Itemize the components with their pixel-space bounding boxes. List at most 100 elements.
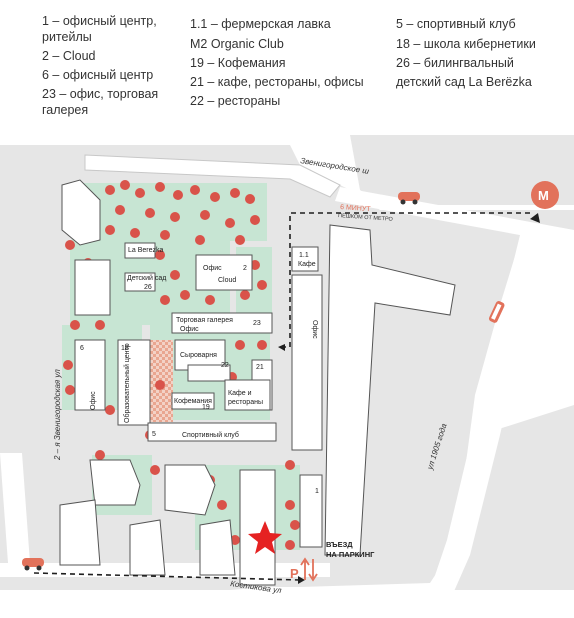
metro-icon: М [538,188,549,203]
kindergarten-number: 26 [144,284,152,291]
tree-icon [145,208,155,218]
tree-icon [170,270,180,280]
building-2-name: Офис [203,265,222,272]
tree-icon [225,218,235,228]
tree-icon [135,188,145,198]
parking-icon: P [290,566,299,581]
parking-line1: ВЪЕЗД [326,540,353,549]
building-11-name: Кафе [298,261,316,268]
tree-icon [250,215,260,225]
tree-icon [240,290,250,300]
tree-icon [115,205,125,215]
car-icon [22,558,44,571]
building-22-number: 22 [221,362,229,369]
office-right-label: Офис [311,320,318,339]
legend: 1 – офисный центр, ритейлы 2 – Cloud 6 –… [0,0,574,135]
tree-icon [205,295,215,305]
building-19-number: 19 [202,404,210,411]
legend-item: M2 Organic Club [190,37,284,51]
tree-icon [70,320,80,330]
tree-icon [230,188,240,198]
tree-icon [285,540,295,550]
legend-item: 2 – Cloud [42,49,96,63]
tree-icon [235,235,245,245]
tree-icon [173,190,183,200]
tree-icon [160,295,170,305]
building-5-number: 5 [152,431,156,438]
metro-walk-note: ПЕШКОМ ОТ МЕТРО [338,213,394,223]
building-21-number: 21 [256,364,264,371]
tree-icon [130,228,140,238]
building-11-number: 1.1 [299,252,309,259]
tree-icon [217,500,227,510]
tree-icon [155,380,165,390]
legend-item: 18 – школа кибернетики [396,37,536,51]
tree-icon [190,185,200,195]
route-arrow [298,576,305,584]
project-location-star-icon [248,521,282,554]
tree-icon [170,212,180,222]
tree-icon [95,320,105,330]
legend-item: 1 – офисный центр, [42,14,157,28]
tree-icon [150,465,160,475]
tree-icon [120,180,130,190]
legend-item: 1.1 – фермерская лавка [190,17,331,31]
tree-icon [290,520,300,530]
tree-icon [63,360,73,370]
tree-icon [245,194,255,204]
tree-icon [285,500,295,510]
building-2-number: 2 [243,265,247,272]
route-arrow [278,344,285,351]
car-icon [398,192,420,205]
tree-icon [95,450,105,460]
legend-item: 21 – кафе, рестораны, офисы [190,75,364,89]
tree-icon [285,460,295,470]
building-21-name: рестораны [228,399,263,406]
tree-icon [235,340,245,350]
parking-entrance: P ВЪЕЗД НА ПАРКИНГ [290,540,375,582]
tree-icon [105,185,115,195]
buildings [59,179,456,586]
legend-item: ритейлы [42,30,92,44]
building-21-name: Кафе и [228,390,252,397]
tree-icon [180,290,190,300]
legend-item: 19 – Кофемания [190,56,286,70]
building-18-name: Образовательный центр [123,343,131,423]
legend-item: 26 – билингвальный [396,56,514,70]
tree-icon [160,230,170,240]
legend-item: детский сад La Berëzka [396,75,532,89]
tree-icon [195,235,205,245]
building-18-number: 18 [121,345,129,352]
building-5-name: Спортивный клуб [182,431,239,439]
legend-item: 6 – офисный центр [42,68,154,82]
legend-item: 22 – рестораны [190,94,281,108]
tree-icon [210,192,220,202]
tree-icon [257,340,267,350]
metro-walk-time: 6 МИНУТ [340,204,372,213]
building-23-name: Торговая галерея [176,317,233,324]
building-2-sub: Cloud [218,277,236,284]
building-19-name: Кофемания [174,398,212,405]
parking-line2: НА ПАРКИНГ [326,550,375,559]
tree-icon [155,182,165,192]
building-1-label: 1 [315,488,319,495]
tree-icon [105,405,115,415]
street-zvenigorodskaya2: 2 – я Звенигородская ул [53,369,62,461]
tree-icon [200,210,210,220]
legend-item: 23 – офис, торговая [42,87,159,101]
bus-icon [488,301,505,323]
legend-item: 5 – спортивный клуб [396,17,516,31]
building-6-number: 6 [80,345,84,352]
kindergarten-name: Детский сад [127,274,166,282]
site-map: 1 1.1 Кафе Офис Cloud 2 Торговая галерея… [0,135,574,618]
tree-icon [257,280,267,290]
tree-icon [105,225,115,235]
tree-icon [65,385,75,395]
kindergarten-top-label: La Berezka [128,247,164,254]
building-22-name: Сыроварня [180,352,217,359]
building-23-number: 23 [253,320,261,327]
tree-icon [65,240,75,250]
building-6-name: Офис [90,391,97,410]
metro-station: М [530,181,559,223]
tree-icon [155,250,165,260]
